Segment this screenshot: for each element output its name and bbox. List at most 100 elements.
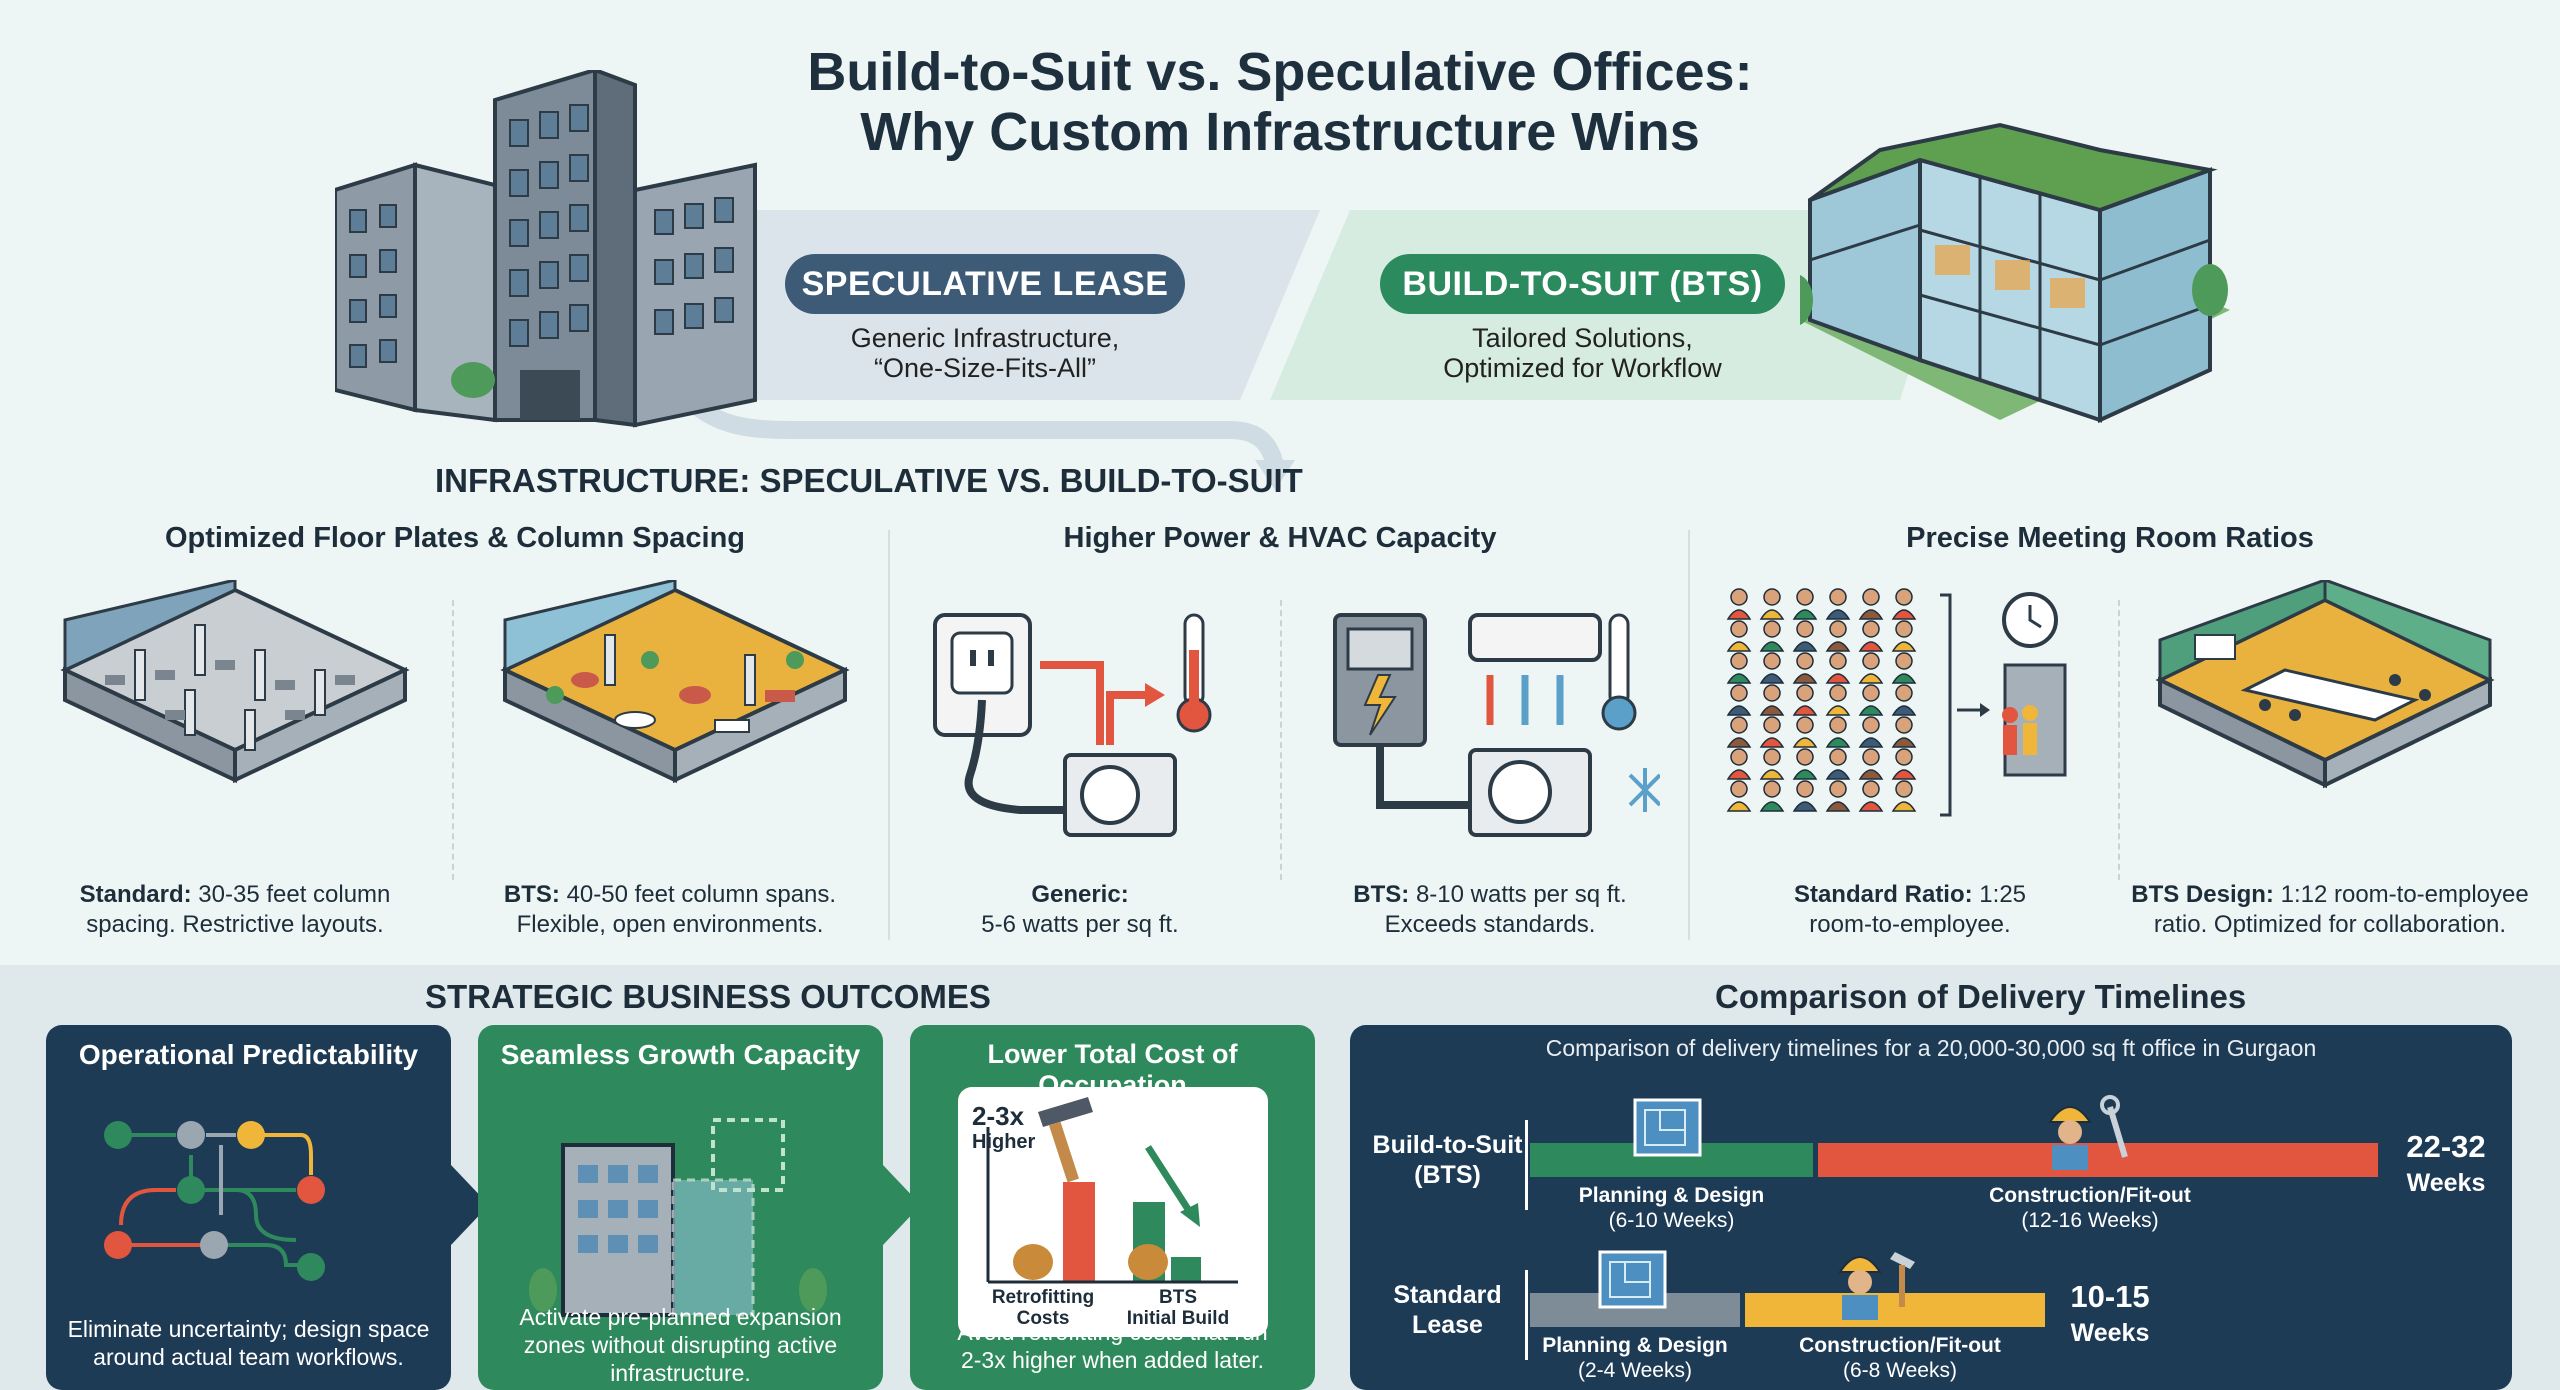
outcome-card-predictability: Operational Predictability Eliminate unc… <box>46 1025 451 1390</box>
person-head <box>1730 684 1748 702</box>
speculative-lease-pill: SPECULATIVE LEASE <box>785 254 1185 314</box>
person-head <box>1862 620 1880 638</box>
timeline-panel: Comparison of delivery timelines for a 2… <box>1350 1025 2512 1390</box>
person-body <box>1759 705 1785 716</box>
person-head <box>1796 748 1814 766</box>
person-head <box>1895 780 1913 798</box>
chevron-right-icon <box>883 1165 921 1245</box>
person-head <box>1895 684 1913 702</box>
person-body <box>1891 641 1917 652</box>
person-head <box>1763 652 1781 670</box>
person-head <box>1730 748 1748 766</box>
person-body <box>1792 801 1818 812</box>
person-body <box>1858 737 1884 748</box>
person-head <box>1895 588 1913 606</box>
column-divider <box>888 530 890 940</box>
generic-power-hvac-icon <box>933 613 1212 837</box>
standard-ratio-people-icon <box>1726 588 2067 817</box>
bts-sub-line2: Optimized for Workflow <box>1443 353 1722 383</box>
person-body <box>1726 673 1752 684</box>
person-head <box>1862 684 1880 702</box>
person-head <box>1829 588 1847 606</box>
person-head <box>1895 716 1913 734</box>
person-head <box>1763 620 1781 638</box>
person-head <box>1862 652 1880 670</box>
column-divider <box>452 600 454 880</box>
bts-building-icon <box>1800 122 2230 424</box>
person-body <box>1825 641 1851 652</box>
card-text-line1: Eliminate uncertainty; design space <box>67 1316 430 1342</box>
speculative-sub-line1: Generic Infrastructure, <box>850 323 1120 353</box>
person-body <box>1858 641 1884 652</box>
person-body <box>1891 737 1917 748</box>
person-body <box>1825 737 1851 748</box>
person-body <box>1792 673 1818 684</box>
person-head <box>1796 716 1814 734</box>
person-head <box>1730 780 1748 798</box>
column-title-floor-plates: Optimized Floor Plates & Column Spacing <box>164 522 746 554</box>
person-body <box>1858 673 1884 684</box>
timeline-subtitle: Comparison of delivery timelines for a 2… <box>1545 1035 2317 1061</box>
person-body <box>1792 705 1818 716</box>
card-text-line2: zones without disrupting active <box>523 1332 838 1358</box>
outcome-card-cost: Lower Total Cost of Occupation 2-3x High… <box>910 1025 1315 1390</box>
bts-meeting-room-icon <box>2155 580 2495 789</box>
person-head <box>1862 780 1880 798</box>
construction-worker-icon <box>2048 1095 2128 1170</box>
card-title: Seamless Growth Capacity <box>500 1039 861 1070</box>
cost-badge-line1: 2-3x <box>972 1101 1025 1131</box>
person-head <box>1796 652 1814 670</box>
timeline-heading: Comparison of Delivery Timelines <box>1715 978 2247 1015</box>
person-body <box>1759 801 1785 812</box>
card-text-line1: Activate pre-planned expansion <box>519 1304 842 1330</box>
person-body <box>1825 673 1851 684</box>
blueprint-icon <box>1633 1098 1702 1157</box>
card-text-line3: infrastructure. <box>610 1360 751 1386</box>
bts-pill: BUILD-TO-SUIT (BTS) <box>1380 254 1785 314</box>
person-body <box>1825 801 1851 812</box>
person-body <box>1825 769 1851 780</box>
person-body <box>1792 641 1818 652</box>
person-body <box>1759 769 1785 780</box>
caption-bts-power: BTS: 8-10 watts per sq ft.Exceeds standa… <box>1353 881 1627 938</box>
person-body <box>1825 609 1851 620</box>
person-body <box>1891 673 1917 684</box>
person-body <box>1792 737 1818 748</box>
person-head <box>1730 588 1748 606</box>
person-body <box>1891 609 1917 620</box>
person-body <box>1858 769 1884 780</box>
person-body <box>1891 769 1917 780</box>
standard-floor-plate-icon <box>60 580 410 784</box>
person-body <box>1726 769 1752 780</box>
column-title-meeting-ratios: Precise Meeting Room Ratios <box>1906 522 2314 554</box>
column-divider <box>1688 530 1690 940</box>
person-head <box>1862 748 1880 766</box>
person-head <box>1895 748 1913 766</box>
person-body <box>1726 705 1752 716</box>
person-body <box>1858 609 1884 620</box>
person-head <box>1730 620 1748 638</box>
infrastructure-heading: INFRASTRUCTURE: SPECULATIVE VS. BUILD-TO… <box>435 462 1303 499</box>
timeline-row-label-bts: Build-to-Suit(BTS) <box>1372 1131 1523 1189</box>
person-head <box>1829 652 1847 670</box>
person-head <box>1829 716 1847 734</box>
bts-sub-line1: Tailored Solutions, <box>1472 323 1693 353</box>
person-head <box>1763 748 1781 766</box>
expansion-building-icon <box>529 1118 827 1317</box>
timeline-bar-standard-construction <box>1745 1293 2045 1327</box>
person-body <box>1891 801 1917 812</box>
speculative-building-icon <box>335 70 757 428</box>
timeline-cap-standard-planning: Planning & Design(2-4 Weeks) <box>1542 1334 1728 1382</box>
caption-bts-columns: BTS: 40-50 feet column spans.Flexible, o… <box>503 881 837 938</box>
person-body <box>1759 641 1785 652</box>
person-body <box>1726 737 1752 748</box>
person-head <box>1763 716 1781 734</box>
chevron-right-icon <box>451 1165 489 1245</box>
caption-generic-power: Generic:5-6 watts per sq ft. <box>981 881 1179 938</box>
